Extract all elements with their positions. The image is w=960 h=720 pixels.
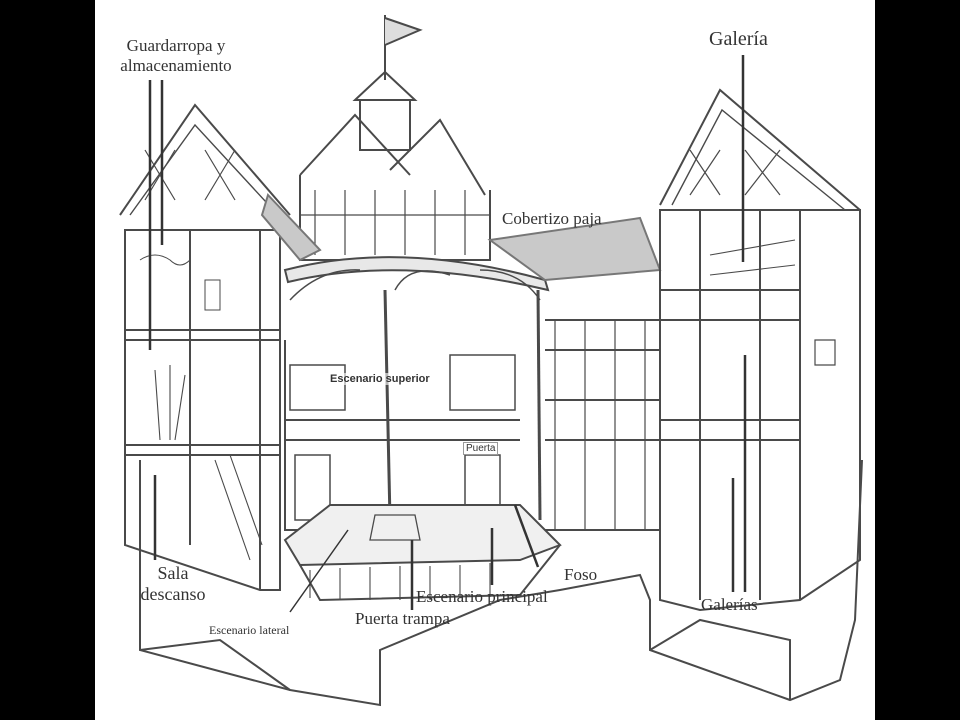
ground-outline <box>139 459 863 707</box>
label-wardrobe-line1: Guardarropa y <box>126 36 226 55</box>
label-lounge-line1: Sala <box>157 563 189 583</box>
diagram-canvas: Guardarropa y almacenamiento Galería Cob… <box>95 0 875 720</box>
main-stage <box>283 504 562 602</box>
label-lounge: Sala descanso <box>123 563 223 604</box>
label-thatch-roof: Cobertizo paja <box>502 209 602 228</box>
label-wardrobe-line2: almacenamiento <box>120 55 232 75</box>
globe-theatre-illustration <box>119 15 863 707</box>
thatch-roof <box>260 193 662 282</box>
label-trapdoor: Puerta trampa <box>355 609 450 628</box>
label-door: Puerta <box>463 442 499 455</box>
label-side-stage: Escenario lateral <box>209 623 290 637</box>
leader-lines <box>148 55 747 613</box>
label-wardrobe-storage: Guardarropa y almacenamiento <box>101 36 251 75</box>
stage-pillars <box>383 289 542 521</box>
label-pit: Foso <box>564 565 598 584</box>
label-gallery: Galería <box>709 28 768 50</box>
back-galleries <box>284 280 661 531</box>
central-tower <box>299 15 491 261</box>
label-upper-stage: Escenario superior <box>328 373 432 385</box>
label-galleries: Galerías <box>701 595 758 614</box>
left-wing-building <box>119 103 291 591</box>
right-wing-building <box>659 88 861 612</box>
label-lounge-line2: descanso <box>140 583 206 604</box>
label-main-stage: Escenario principal <box>416 587 548 606</box>
stage-canopy <box>283 256 550 301</box>
